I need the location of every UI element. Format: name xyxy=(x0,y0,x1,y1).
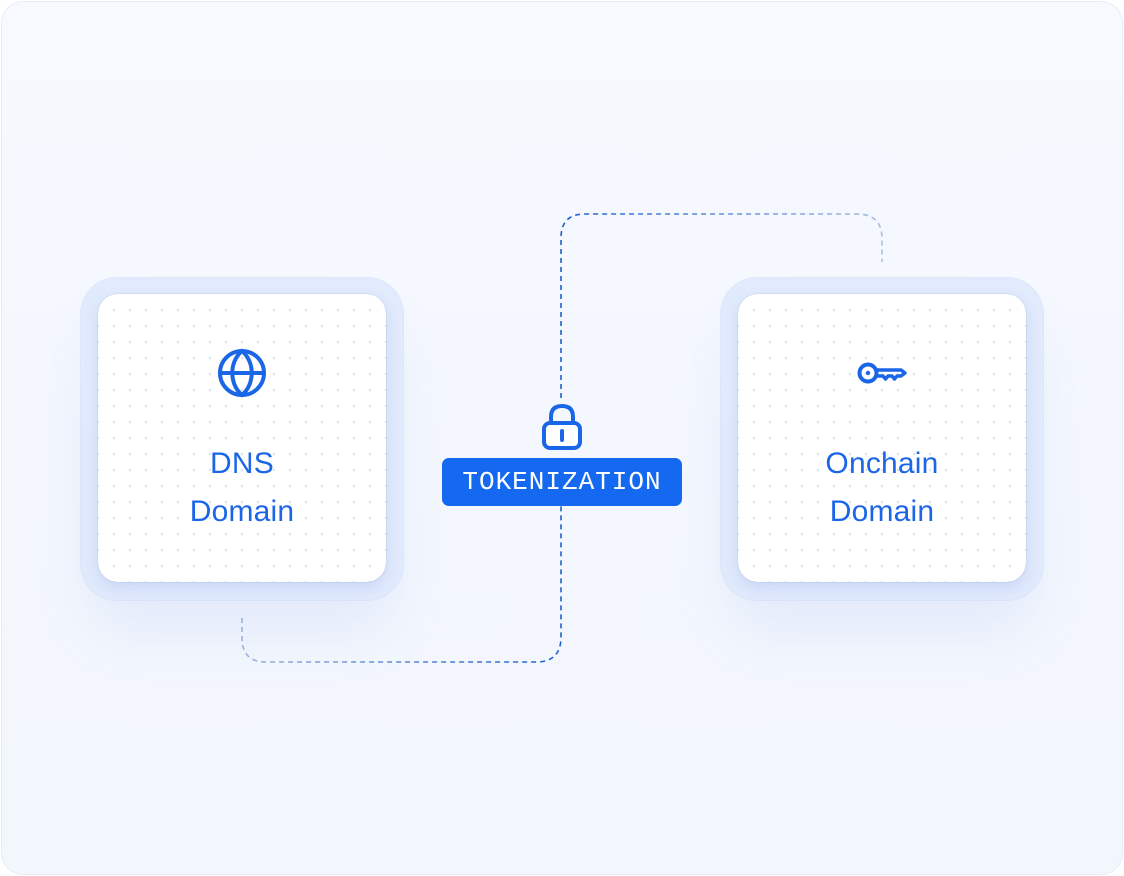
dns-label-line2: Domain xyxy=(189,495,295,528)
dns-label-line1: DNS xyxy=(210,447,274,480)
globe-icon xyxy=(218,348,266,398)
connector-line-top xyxy=(560,213,883,398)
dns-domain-card: DNS Domain xyxy=(98,294,386,582)
lock-icon xyxy=(542,403,582,450)
onchain-label-line1: Onchain xyxy=(825,447,939,480)
connector-line-bottom xyxy=(241,506,562,663)
onchain-domain-card: Onchain Domain xyxy=(738,294,1026,582)
onchain-domain-label: Onchain Domain xyxy=(738,440,1026,536)
key-icon xyxy=(857,362,907,384)
dns-domain-label: DNS Domain xyxy=(98,440,386,536)
onchain-label-line2: Domain xyxy=(829,495,935,528)
tokenization-badge: TOKENIZATION xyxy=(442,458,682,506)
